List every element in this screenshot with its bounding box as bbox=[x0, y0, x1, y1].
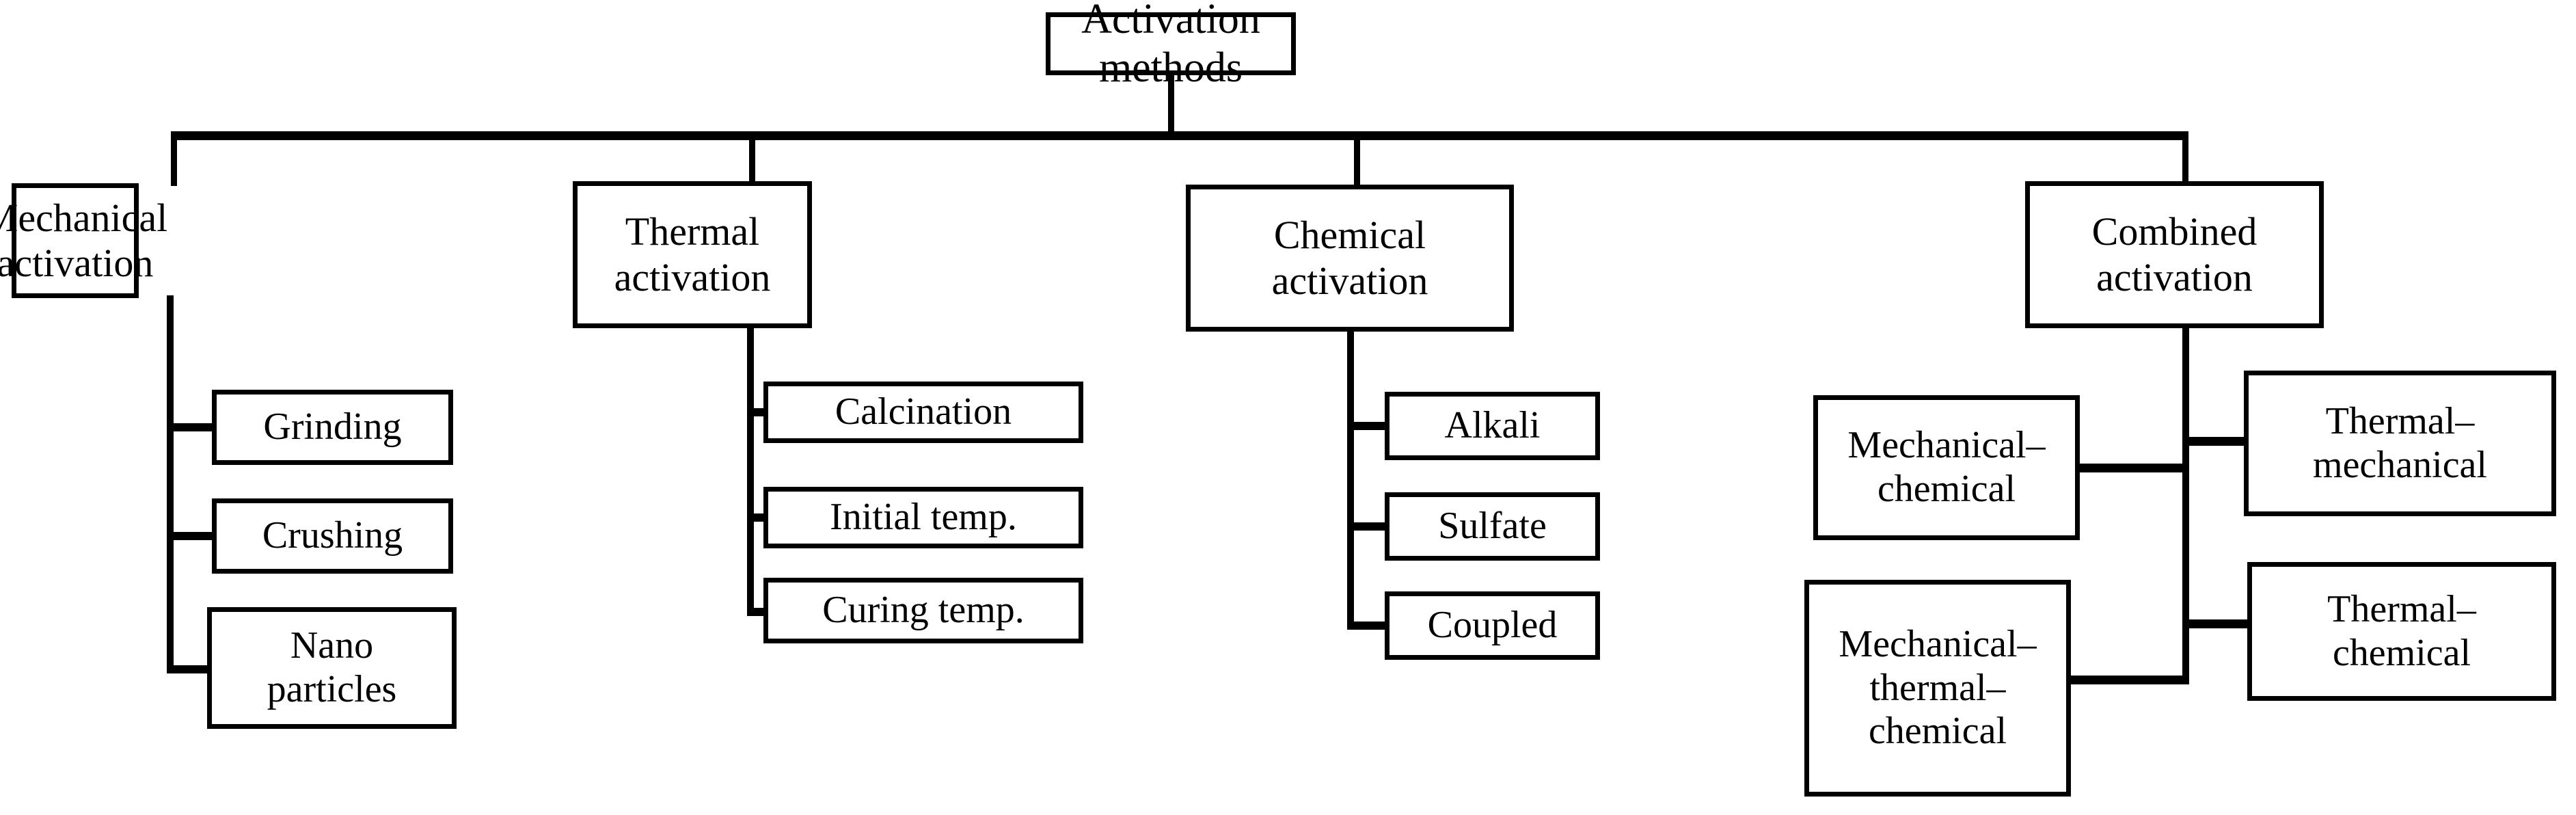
edge-mechanical-spine bbox=[167, 295, 174, 673]
edge-bus-to-combined bbox=[2182, 131, 2188, 184]
edge-thermal-spine bbox=[747, 325, 754, 616]
edge-mechanical-stub-grinding bbox=[167, 423, 215, 431]
node-label: Alkali bbox=[1444, 404, 1541, 447]
edge-mechanical-stub-nano bbox=[167, 665, 212, 673]
edge-thermal-stub-calcination bbox=[747, 408, 768, 416]
edge-bus-to-thermal bbox=[749, 131, 755, 184]
edge-mechanical-stub-crushing bbox=[167, 532, 215, 540]
edge-thermal-stub-initial bbox=[747, 513, 768, 522]
node-label: Combined activation bbox=[2091, 209, 2258, 299]
node-label: Coupled bbox=[1427, 604, 1558, 647]
node-label: Chemical activation bbox=[1271, 213, 1428, 303]
node-label: Mechanical– thermal– chemical bbox=[1839, 622, 2037, 753]
edge-combined-spine bbox=[2182, 325, 2189, 684]
node-thermal-chemical[interactable]: Thermal– chemical bbox=[2247, 562, 2556, 701]
node-label: Thermal– chemical bbox=[2327, 587, 2476, 674]
node-label: Thermal– mechanical bbox=[2313, 399, 2487, 486]
node-label: Grinding bbox=[263, 405, 402, 449]
edge-bus-to-chemical bbox=[1354, 131, 1360, 187]
node-nano-particles[interactable]: Nano particles bbox=[207, 607, 457, 729]
node-calcination[interactable]: Calcination bbox=[763, 382, 1083, 443]
node-coupled[interactable]: Coupled bbox=[1385, 591, 1600, 660]
edge-level1-bus bbox=[171, 131, 2188, 140]
edge-root-stem bbox=[1168, 75, 1174, 137]
node-label: Mechanical activation bbox=[0, 195, 168, 285]
edge-combined-stub-thermal-chemical bbox=[2184, 619, 2250, 628]
edge-chemical-stub-alkali bbox=[1347, 422, 1389, 430]
node-crushing[interactable]: Crushing bbox=[212, 498, 453, 574]
node-grinding[interactable]: Grinding bbox=[212, 390, 453, 465]
node-mechanical-chemical[interactable]: Mechanical– chemical bbox=[1813, 395, 2080, 540]
edge-chemical-stub-coupled bbox=[1347, 622, 1389, 630]
node-label: Calcination bbox=[835, 390, 1012, 433]
node-sulfate[interactable]: Sulfate bbox=[1385, 492, 1600, 561]
edge-combined-stub-mechanical-thermal-chemical bbox=[2066, 676, 2187, 684]
node-thermal-activation[interactable]: Thermal activation bbox=[573, 181, 812, 328]
node-mechanical-activation[interactable]: Mechanical activation bbox=[0, 183, 167, 298]
edge-combined-stub-thermal-mechanical bbox=[2184, 437, 2249, 446]
node-mechanical-thermal-chemical[interactable]: Mechanical– thermal– chemical bbox=[1804, 580, 2071, 797]
node-label: Mechanical– chemical bbox=[1847, 424, 2046, 510]
edge-thermal-stub-curing bbox=[747, 608, 768, 616]
node-label: Initial temp. bbox=[830, 496, 1017, 539]
edge-chemical-spine bbox=[1347, 329, 1354, 630]
node-thermal-mechanical[interactable]: Thermal– mechanical bbox=[2244, 371, 2556, 516]
node-alkali[interactable]: Alkali bbox=[1385, 392, 1600, 460]
node-label: Activation methods bbox=[1081, 0, 1260, 91]
node-activation-methods[interactable]: Activation methods bbox=[1046, 0, 1296, 91]
edge-bus-to-mechanical bbox=[171, 131, 177, 186]
node-label: Crushing bbox=[262, 514, 403, 557]
node-label: Curing temp. bbox=[822, 589, 1025, 632]
edge-combined-stub-mechanical-chemical bbox=[2075, 464, 2187, 472]
node-chemical-activation[interactable]: Chemical activation bbox=[1186, 185, 1514, 332]
node-label: Sulfate bbox=[1438, 505, 1547, 548]
edge-chemical-stub-sulfate bbox=[1347, 522, 1389, 531]
node-initial-temp[interactable]: Initial temp. bbox=[763, 487, 1083, 548]
node-label: Thermal activation bbox=[614, 209, 771, 299]
node-combined-activation[interactable]: Combined activation bbox=[2025, 181, 2324, 328]
node-label: Nano particles bbox=[267, 624, 397, 710]
node-curing-temp[interactable]: Curing temp. bbox=[763, 578, 1083, 643]
